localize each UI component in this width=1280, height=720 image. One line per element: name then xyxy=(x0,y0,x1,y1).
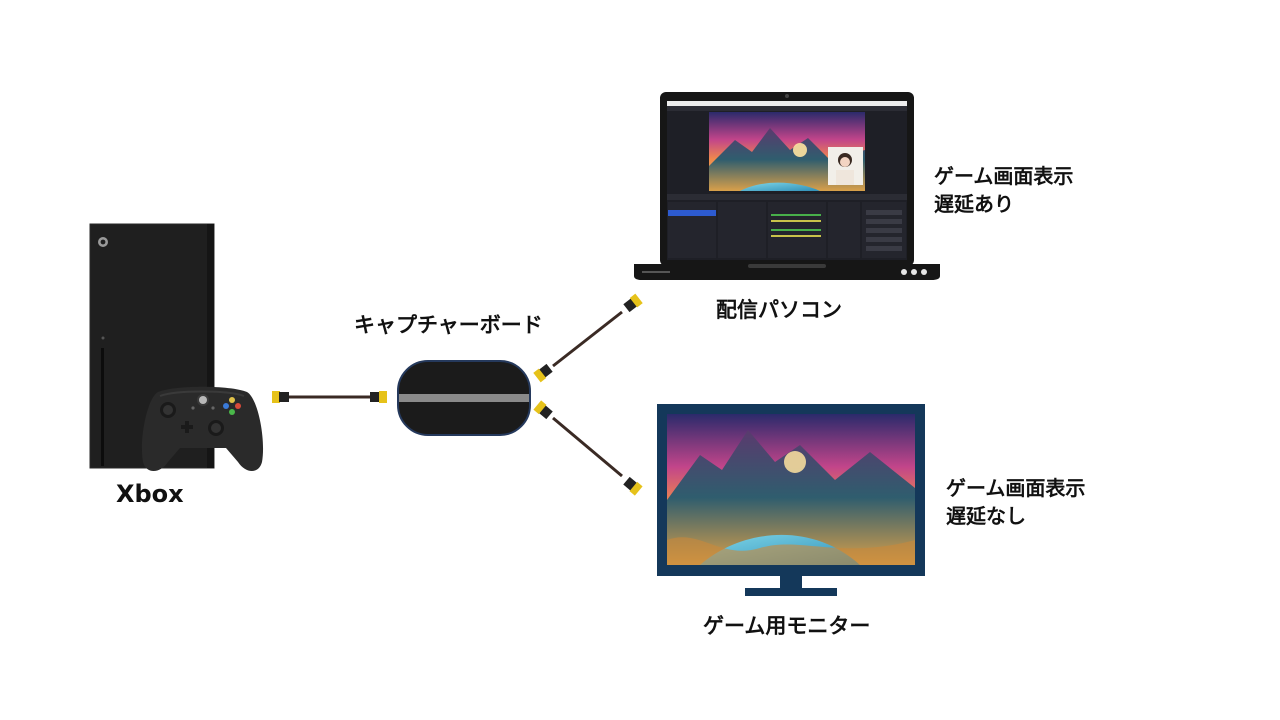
hdmi-cable-capture-to-monitor xyxy=(533,400,643,496)
monitor-icon xyxy=(657,404,925,596)
pc-latency-note-line1: ゲーム画面表示 xyxy=(934,164,1074,188)
xbox-label: Xbox xyxy=(116,480,184,508)
xbox-controller-icon xyxy=(141,386,264,471)
streaming-pc-label: 配信パソコン xyxy=(716,298,842,322)
game-monitor-label: ゲーム用モニター xyxy=(703,614,871,638)
pc-latency-note-line2: 遅延あり xyxy=(934,192,1014,216)
laptop-icon xyxy=(634,92,940,280)
monitor-latency-note-line2: 遅延なし xyxy=(946,504,1026,528)
hdmi-cable-xbox-to-capture xyxy=(272,391,387,403)
monitor-latency-note-line1: ゲーム画面表示 xyxy=(946,476,1086,500)
capture-board-icon xyxy=(397,360,531,436)
capture-board-label: キャプチャーボード xyxy=(354,313,543,337)
hdmi-cable-capture-to-pc xyxy=(533,293,643,383)
